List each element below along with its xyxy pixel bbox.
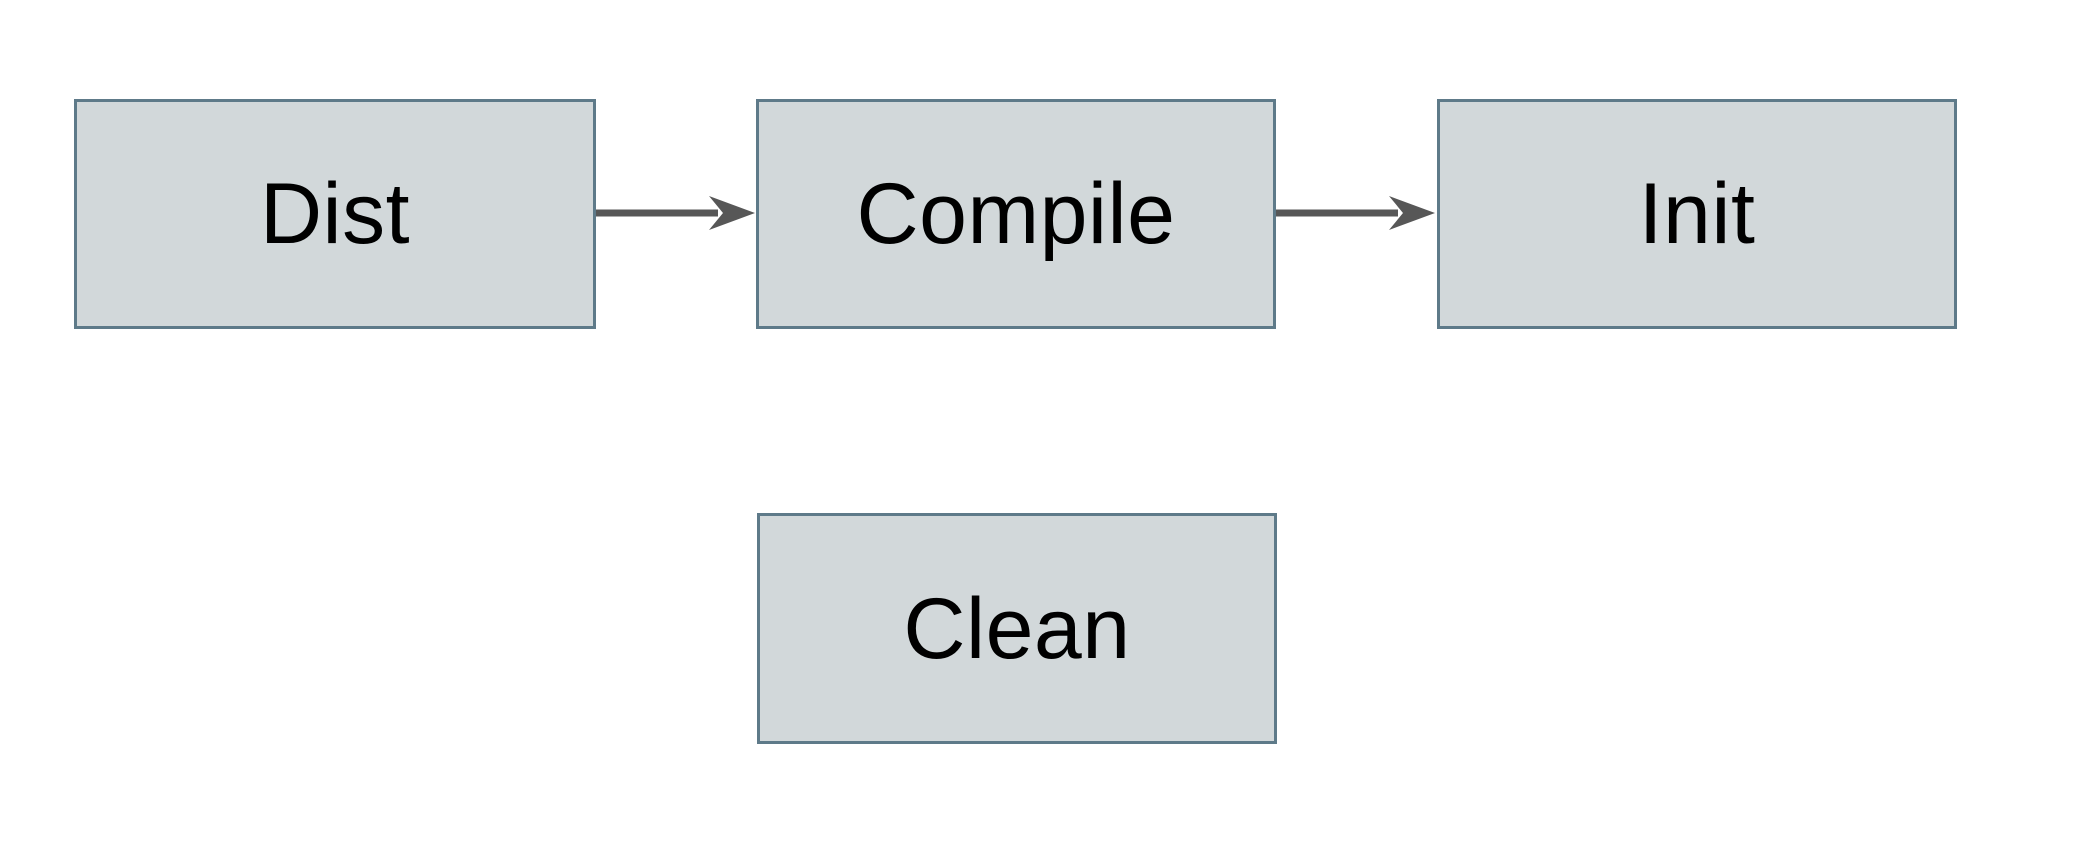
arrow-compile-to-init-icon <box>1276 196 1435 230</box>
node-compile[interactable]: Compile <box>756 99 1276 329</box>
node-init[interactable]: Init <box>1437 99 1957 329</box>
node-dist[interactable]: Dist <box>74 99 596 329</box>
node-clean[interactable]: Clean <box>757 513 1277 744</box>
node-init-label: Init <box>1638 166 1756 262</box>
arrow-dist-to-compile-icon <box>596 196 755 230</box>
node-compile-label: Compile <box>856 166 1176 262</box>
node-clean-label: Clean <box>903 580 1131 677</box>
node-dist-label: Dist <box>259 166 411 262</box>
